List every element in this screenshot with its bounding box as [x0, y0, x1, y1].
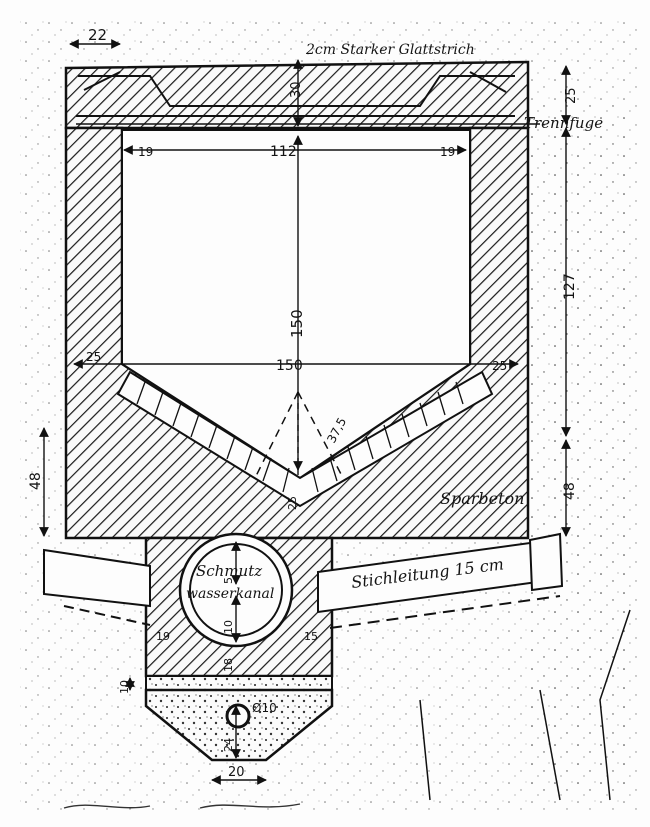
paper-speckle-right: [530, 100, 630, 800]
dim-pipe-dia: 10: [222, 620, 235, 634]
rebar-hook-right: [469, 71, 507, 93]
channel-label-2: wasserkanal: [186, 586, 274, 602]
stub-pipe-left: [43, 548, 151, 608]
dim-wall-left: 25: [86, 350, 101, 364]
dim-base-depth: 18: [222, 658, 235, 672]
brick-lining: [116, 370, 494, 508]
drain-pipe: [225, 703, 251, 729]
dim-top-width: 22: [88, 26, 107, 44]
dim-fill-left: 48: [28, 472, 44, 490]
branch-pipe-right-dash: [329, 595, 561, 629]
joint-label: Trennfuge: [524, 114, 603, 132]
dimension-lines: [39, 39, 571, 785]
stub-pipe-left-dash: [63, 605, 151, 626]
brick-joints: [136, 381, 464, 493]
dim-wall-bottom-right: 15: [304, 630, 318, 643]
dim-slab-thick: 25: [564, 87, 579, 104]
dim-slab-depth: 30: [289, 81, 304, 98]
top-note: 2cm Starker Glattstrich: [305, 42, 475, 58]
dim-center-depth: 25: [286, 496, 299, 510]
sketch-line-bottom: [419, 699, 431, 801]
drain-label: Ø10: [252, 701, 277, 715]
base-gravel-layer: [145, 675, 333, 691]
concrete-label: Sparbeton: [440, 489, 524, 508]
sketch-line-bottom-2: [539, 689, 561, 801]
peak-dashed-line: [255, 391, 343, 477]
dim-beam-left: 19: [138, 145, 153, 159]
branch-pipe-socket: [528, 532, 564, 592]
channel-label-1: Schmutz: [196, 562, 262, 580]
sketch-line-right: [599, 609, 631, 801]
dim-height: 150: [288, 309, 306, 338]
bottom-scribble: [63, 803, 301, 809]
dim-wall-right: 25: [492, 359, 507, 373]
dim-clear-width: 150: [276, 358, 303, 374]
dim-bottom-width: 20: [228, 765, 245, 780]
dim-fill-right: 48: [562, 482, 578, 500]
dim-wall-bottom-left: 19: [156, 630, 170, 643]
dim-drain-depth: 24: [222, 738, 235, 752]
dim-beam-right: 19: [440, 145, 455, 159]
rebar-hook-left: [83, 71, 121, 91]
dim-base-thick: 10: [118, 680, 131, 694]
dim-inner-span: 112: [270, 144, 297, 160]
dim-wall-height: 127: [562, 273, 578, 300]
dim-pipe-inner: 5: [222, 577, 235, 584]
